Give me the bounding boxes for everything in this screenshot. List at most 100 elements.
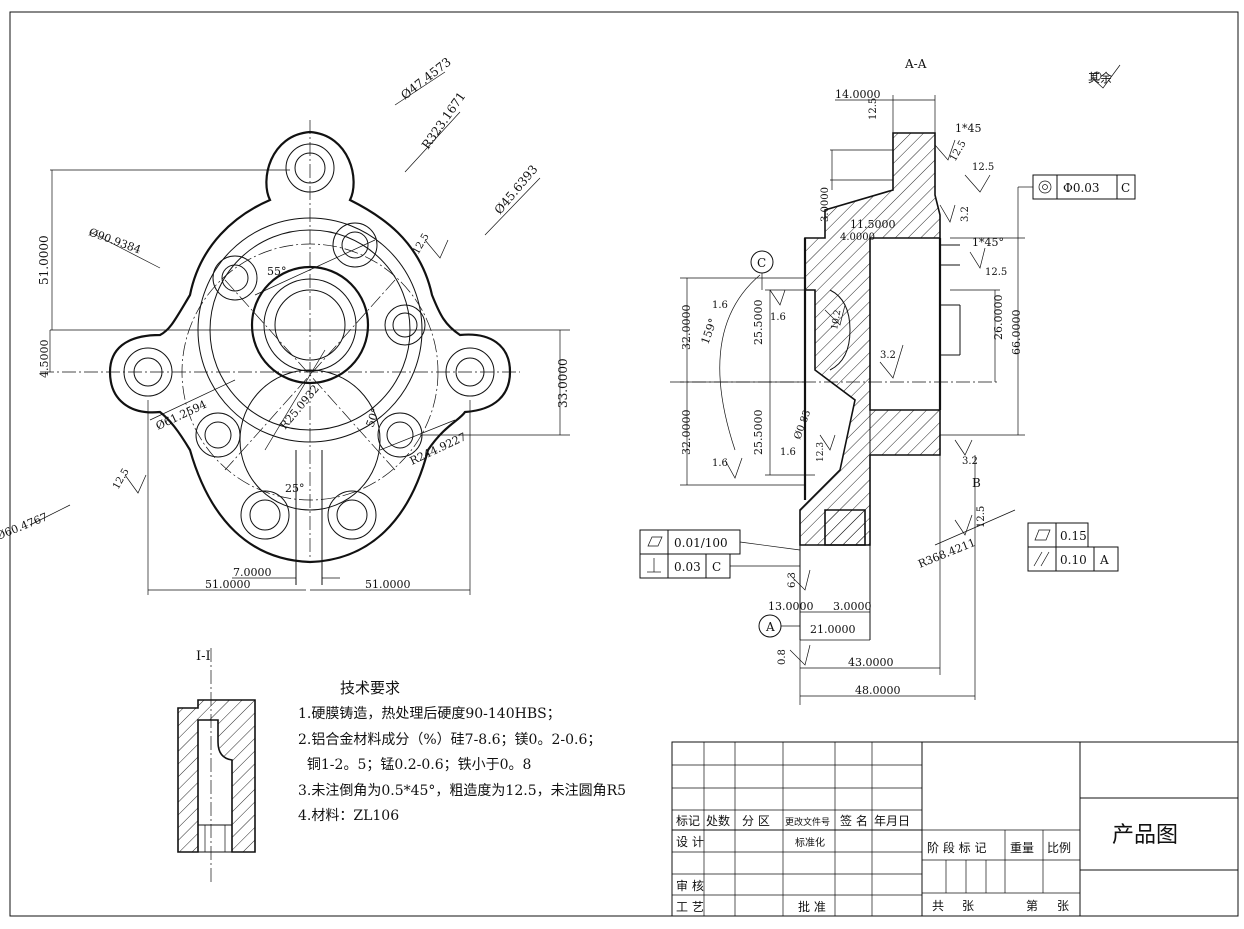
- dim-0-83: Ø0.83: [792, 409, 813, 441]
- datum-c-label: C: [757, 256, 766, 270]
- angle-50: 50°: [364, 406, 383, 429]
- dim-w51-right: 51.0000: [365, 578, 411, 591]
- tb-total: 共: [932, 899, 944, 913]
- dim-d61: Ø61.2594: [154, 398, 209, 433]
- dim-25-5-lower: 25.5000: [752, 410, 765, 456]
- dim-d47: Ø47.4573: [398, 55, 453, 103]
- roughness-1-6-d: 1.6: [712, 458, 728, 469]
- title-block: 标记 处数 分 区 更改文件号 签 名 年月日 设 计 标准化 审 核 工 艺 …: [671, 741, 1239, 917]
- detail-view: I-I: [177, 648, 256, 885]
- label-b: B: [972, 476, 981, 490]
- parallel-value: 0.10: [1060, 553, 1087, 567]
- dim-r25: R25.0932: [277, 382, 322, 432]
- perp-value: 0.03: [674, 560, 701, 574]
- section-view-labels: A-A 其余 14.0000 12.5 1*45 12.5 12.5 11.50…: [680, 57, 1112, 697]
- dim-3-low: 3.0000: [833, 600, 872, 613]
- dim-26: 26.0000: [992, 295, 1005, 341]
- coaxial-datum: C: [1121, 181, 1130, 195]
- dim-w51-left: 51.0000: [205, 578, 251, 591]
- tolerance-frames: Φ0.03 C 0.01/100 0.03 C 0.15 0.10 A: [639, 174, 1136, 579]
- tb-docno: 更改文件号: [785, 816, 830, 828]
- roughness-3-2-a: 3.2: [960, 206, 971, 222]
- dim-r323: R323.1671: [419, 89, 468, 151]
- roughness-right: 12.5: [985, 267, 1007, 278]
- dim-32-lower: 32.0000: [680, 410, 693, 456]
- tb-sheet: 张: [1057, 899, 1069, 913]
- dim-w7: 7.0000: [233, 566, 272, 579]
- tb-sheets: 张: [962, 899, 974, 913]
- roughness-0-8: 0.8: [777, 649, 788, 665]
- tb-zone: 分 区: [742, 814, 770, 828]
- tech-title: 技术要求: [340, 679, 400, 697]
- dim-d60: Ø60.4767: [0, 510, 50, 542]
- tb-sign: 签 名: [840, 813, 868, 828]
- tech-line-4: 3.未注倒角为0.5*45°，粗造度为12.5，未注圆角R5: [298, 783, 626, 799]
- drawing-name: 产品图: [1112, 823, 1178, 848]
- other-roughness-note: 其余: [1088, 70, 1112, 85]
- dim-21: 21.0000: [810, 623, 856, 636]
- perp-datum: C: [712, 560, 721, 574]
- datum-a-label: A: [765, 620, 775, 634]
- roughness-6-3: 6.3: [787, 572, 798, 588]
- tb-design: 设 计: [676, 835, 704, 849]
- dim-10-2: 10.2: [830, 309, 843, 330]
- front-view-labels: Ø47.4573 R323.1671 Ø45.6393 Ø90.9384 51.…: [0, 55, 570, 591]
- tech-line-1: 1.硬膜铸造，热处理后硬度90-140HBS；: [298, 706, 561, 722]
- angle-25: 25°: [285, 482, 305, 495]
- parallel-datum: A: [1099, 553, 1109, 567]
- tb-nth: 第: [1026, 899, 1038, 913]
- dim-66: 66.0000: [1010, 310, 1023, 356]
- section-view: [670, 64, 1121, 705]
- dim-h33: 33.0000: [556, 358, 570, 408]
- tech-line-5: 4.材料：ZL106: [298, 808, 399, 824]
- tb-date: 年月日: [874, 814, 910, 828]
- tb-review: 审 核: [676, 878, 704, 893]
- dim-43: 43.0000: [848, 656, 894, 669]
- dim-12: 12.5: [868, 98, 879, 120]
- tb-weight: 重量: [1010, 841, 1034, 855]
- dim-14: 14.0000: [835, 88, 881, 101]
- front-view: [29, 71, 570, 595]
- roughness-12-5-b: 12.5: [111, 467, 132, 492]
- chamfer-top: 1*45: [955, 122, 982, 135]
- dim-32-upper: 32.0000: [680, 305, 693, 351]
- tb-stage-mark: 阶 段 标 记: [927, 840, 986, 855]
- angle-55: 55°: [267, 265, 287, 278]
- tech-line-2: 2.铝合金材料成分（%）硅7-8.6；镁0。2-0.6；: [298, 732, 601, 748]
- section-label: A-A: [904, 57, 927, 71]
- roughness-mid: 12.5: [972, 162, 994, 173]
- technical-requirements: 技术要求 1.硬膜铸造，热处理后硬度90-140HBS； 2.铝合金材料成分（%…: [298, 679, 626, 824]
- tech-line-3: 铜1-2。5；锰0.2-0.6；铁小于0。8: [298, 757, 531, 773]
- coaxial-value: Φ0.03: [1063, 181, 1100, 195]
- roughness-3-2-c: 3.2: [962, 456, 978, 467]
- dim-4: 4.0000: [840, 232, 875, 243]
- tb-mark: 标记: [676, 814, 700, 828]
- flatness-left-value: 0.01/100: [674, 536, 728, 550]
- dim-h51: 51.0000: [37, 235, 51, 285]
- roughness-top: 12.5: [948, 139, 969, 164]
- dim-25-5-upper: 25.5000: [752, 300, 765, 346]
- tb-standard: 标准化: [795, 836, 825, 849]
- roughness-low: 12.5: [976, 506, 987, 528]
- roughness-1-6-a: 1.6: [712, 300, 728, 311]
- chamfer-right: 1*45°: [972, 236, 1004, 249]
- dim-48: 48.0000: [855, 684, 901, 697]
- tb-scale: 比例: [1047, 841, 1071, 855]
- tb-approve: 批 准: [798, 899, 826, 914]
- angle-159: 159°: [699, 317, 720, 346]
- sheet-border: [9, 11, 1239, 917]
- dim-11-5: 11.5000: [850, 218, 896, 231]
- dim-13: 13.0000: [768, 600, 814, 613]
- detail-label: I-I: [196, 649, 211, 664]
- tb-count: 处数: [706, 813, 730, 828]
- dim-d90: Ø90.9384: [87, 226, 143, 257]
- roughness-1-6-b: 1.6: [770, 312, 786, 323]
- flatness-right-value: 0.15: [1060, 529, 1087, 543]
- dim-h4-5: 4.5000: [38, 340, 51, 379]
- dim-r368: R368.4211: [916, 536, 977, 571]
- dim-d45: Ø45.6393: [492, 162, 541, 217]
- dim-12-3: 12.3: [816, 442, 826, 462]
- dim-3-top: 3.0000: [820, 187, 831, 222]
- roughness-1-6-c: 1.6: [780, 447, 796, 458]
